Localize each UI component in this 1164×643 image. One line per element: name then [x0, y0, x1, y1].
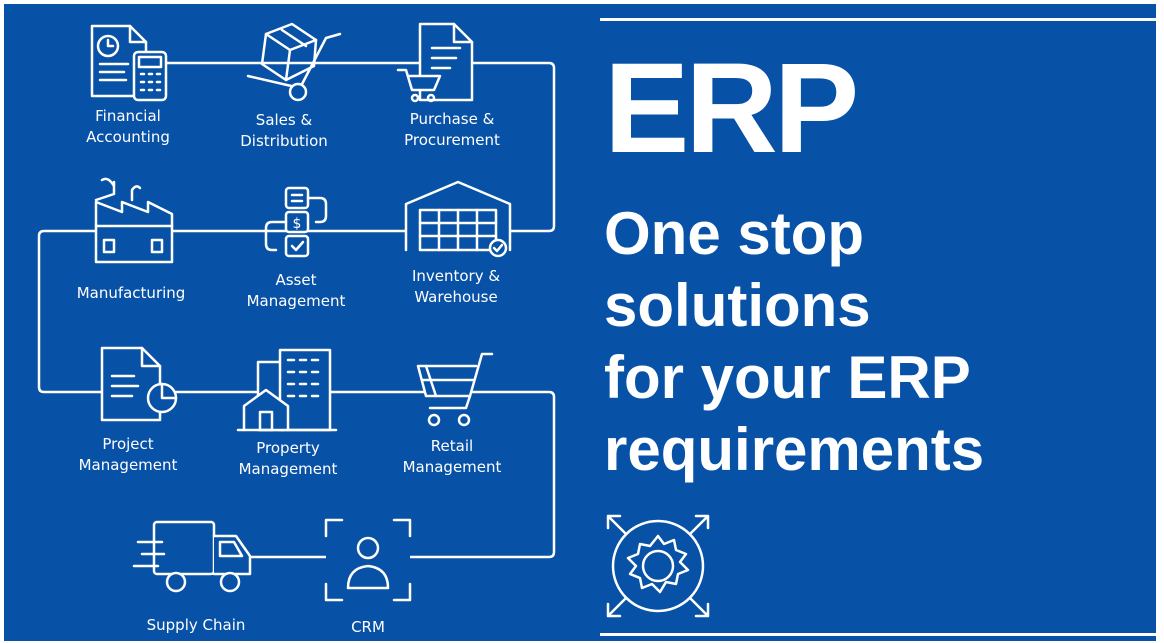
module-label-asset-management: Asset Management — [247, 270, 346, 312]
label-line: Project — [102, 435, 154, 453]
label-line: Sales & — [255, 111, 313, 129]
label-line: Management — [78, 456, 178, 474]
module-flow-diagram: $ — [37, 22, 710, 618]
module-label-manufacturing: Manufacturing — [77, 283, 186, 304]
factory-icon — [94, 177, 174, 264]
top-divider — [600, 18, 1156, 21]
label-line: Purchase & — [409, 110, 495, 128]
label-line: Property — [256, 439, 320, 457]
label-line: Inventory & — [411, 267, 501, 285]
asset-management-icon: $ — [264, 186, 328, 258]
erp-banner: $ — [4, 4, 1156, 641]
label-line: Distribution — [240, 132, 328, 150]
label-line: Warehouse — [414, 288, 498, 306]
module-label-supply-chain: Supply Chain — [147, 615, 246, 636]
tagline-line: requirements — [604, 416, 985, 483]
svg-text:$: $ — [293, 216, 302, 232]
crm-person-icon — [324, 518, 412, 602]
flow-connector-line — [37, 61, 556, 559]
label-line: Asset — [275, 271, 317, 289]
label-line: Financial — [95, 107, 161, 125]
module-label-crm: CRM — [351, 617, 385, 638]
label-line: Procurement — [404, 131, 500, 149]
module-label-property-management: Property Management — [239, 438, 338, 480]
gear-expand-icon — [606, 514, 710, 618]
project-management-icon — [100, 346, 178, 422]
property-buildings-icon — [236, 348, 338, 432]
module-label-retail-management: Retail Management — [403, 436, 502, 478]
label-line: Management — [238, 460, 338, 478]
label-line: Management — [246, 292, 346, 310]
tagline: One stop solutions for your ERP requirem… — [604, 198, 984, 486]
headline: ERP — [604, 37, 859, 180]
module-label-inventory-warehouse: Inventory & Warehouse — [412, 266, 500, 308]
module-label-project-management: Project Management — [79, 434, 178, 476]
bottom-divider — [600, 633, 1156, 636]
module-label-purchase-procurement: Purchase & Procurement — [404, 109, 500, 151]
tagline-line: One stop — [604, 200, 865, 267]
sales-distribution-icon — [246, 22, 342, 102]
label-line: Manufacturing — [76, 284, 186, 302]
label-line: Management — [402, 458, 502, 476]
financial-accounting-icon — [90, 24, 168, 102]
label-line: Accounting — [86, 128, 170, 146]
shopping-cart-icon — [416, 352, 494, 427]
label-line: Retail — [430, 437, 474, 455]
tagline-line: for your ERP — [604, 344, 971, 411]
delivery-truck-icon — [132, 520, 252, 593]
tagline-line: solutions — [604, 272, 871, 339]
label-line: Supply Chain — [146, 616, 246, 634]
warehouse-icon — [404, 180, 512, 258]
purchase-procurement-icon — [396, 22, 474, 103]
module-label-sales-distribution: Sales & Distribution — [240, 110, 328, 152]
label-line: CRM — [351, 618, 385, 636]
module-label-financial-accounting: Financial Accounting — [86, 106, 170, 148]
